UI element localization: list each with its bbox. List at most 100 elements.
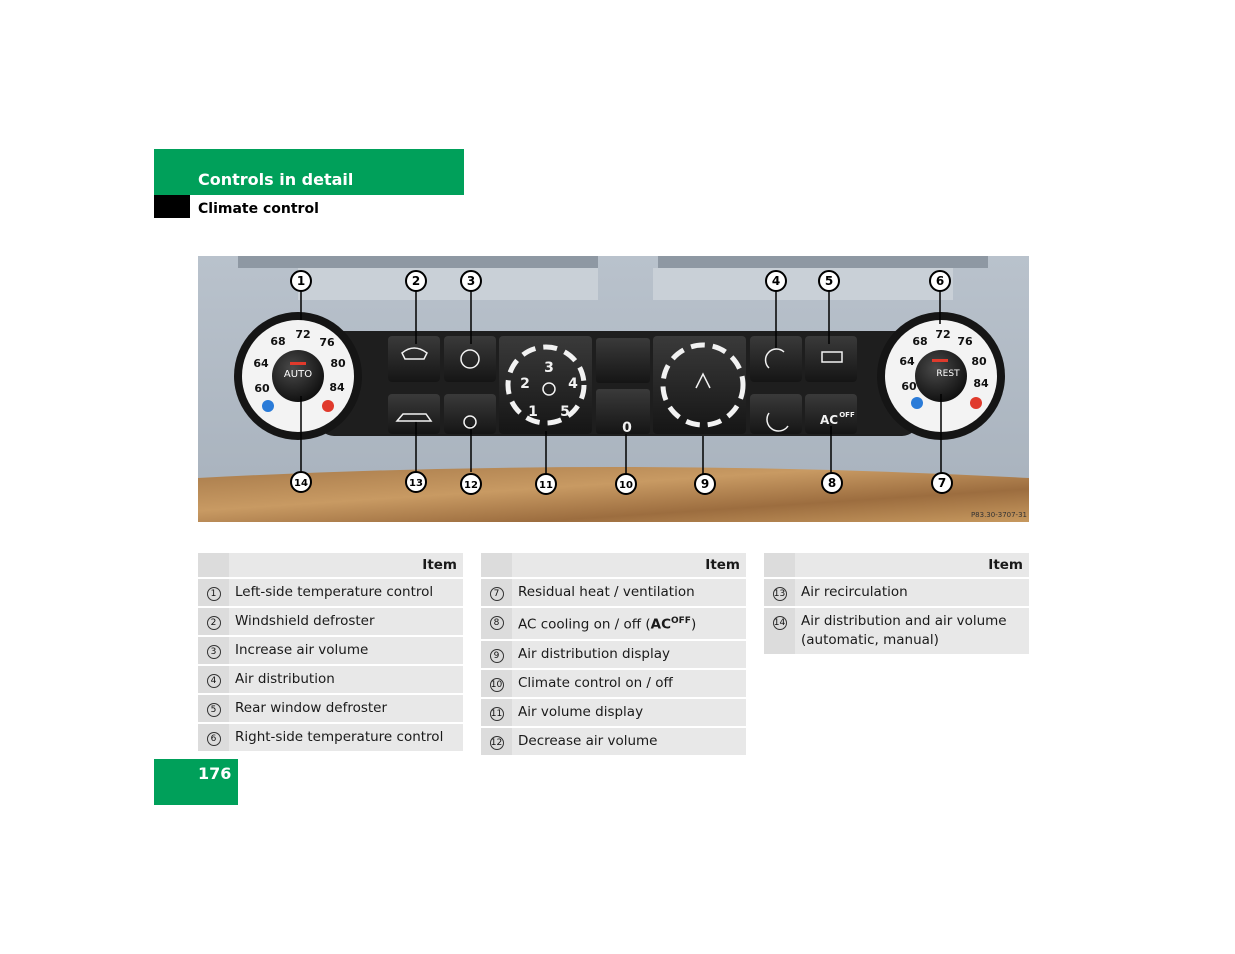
item-text: Residual heat / ventilation [512, 579, 746, 608]
table-row: 13 Air recirculation [764, 579, 1029, 608]
recirculation-icon [395, 413, 433, 422]
rear-defroster-icon [821, 351, 843, 363]
callout-13: 13 [409, 478, 423, 489]
item-number: 5 [206, 703, 221, 717]
section-title: Controls in detail [198, 170, 354, 189]
item-number: 3 [206, 645, 221, 659]
item-text: Decrease air volume [512, 727, 746, 757]
ac-label: AC [820, 413, 838, 427]
right-dial-temp-72: 72 [935, 328, 950, 341]
item-number: 8 [489, 616, 504, 630]
callout-14: 14 [294, 478, 308, 489]
panel-illustration: 1 2 3 4 5 6 14 13 12 11 10 9 8 7 64 68 7… [198, 256, 1029, 522]
fan-level-1: 1 [528, 404, 538, 420]
table-row: 1 Left-side temperature control [198, 579, 463, 608]
item-number: 9 [489, 648, 504, 663]
callout-11: 11 [539, 480, 553, 491]
page-number: 176 [198, 764, 232, 783]
right-dial-temp-68: 68 [912, 335, 927, 348]
callout-12: 12 [464, 480, 478, 491]
right-dial-temp-64: 64 [899, 355, 915, 368]
items-table-1: Item 1 Left-side temperature control 2 W… [198, 553, 463, 753]
auto-button-label: AUTO [284, 369, 312, 380]
table-row: 10 Climate control on / off [481, 669, 746, 699]
callout-1: 1 [297, 274, 305, 288]
left-dial-temp-60: 60 [254, 382, 270, 395]
callout-6: 6 [936, 274, 944, 288]
table-row: 6 Right-side temperature control [198, 724, 463, 753]
left-dial-temp-80: 80 [330, 357, 346, 370]
residual-heat-icon [766, 412, 789, 432]
callout-9: 9 [701, 477, 709, 491]
item-text: Air distribution and air volume (automat… [795, 608, 1029, 656]
windshield-defroster-icon [401, 347, 428, 360]
table-row: 12 Decrease air volume [481, 727, 746, 757]
item-text: Increase air volume [229, 637, 463, 666]
air-distribution-icon [764, 348, 785, 369]
item-number: 2 [206, 616, 221, 630]
left-dial-temp-72: 72 [295, 328, 310, 341]
right-dial-temp-84: 84 [973, 377, 989, 390]
fan-level-5: 5 [560, 404, 570, 420]
callout-2: 2 [412, 274, 420, 288]
item-number: 10 [489, 677, 504, 692]
item-text: Air volume display [512, 698, 746, 728]
items-table-2: Item 7 Residual heat / ventilation 8 AC … [481, 553, 746, 757]
page-number-box [154, 759, 238, 805]
item-text: Left-side temperature control [229, 579, 463, 608]
table-header: Item [512, 553, 746, 579]
climate-control-panel-figure: 1 2 3 4 5 6 14 13 12 11 10 9 8 7 64 68 7… [198, 256, 1029, 522]
right-dial-temp-80: 80 [971, 355, 987, 368]
left-dial-temp-76: 76 [319, 336, 335, 349]
table-row: 4 Air distribution [198, 666, 463, 695]
fan-level-3: 3 [544, 360, 554, 376]
item-number: 7 [489, 587, 504, 601]
seated-person-icon [695, 372, 711, 389]
item-text-ac: AC cooling on / off (ACOFF) [512, 608, 746, 641]
subsection-title: Climate control [198, 201, 319, 217]
item-number: 13 [772, 587, 787, 601]
ac-text-main: AC [650, 616, 671, 633]
callout-4: 4 [772, 274, 780, 288]
left-dial-temp-64: 64 [253, 357, 269, 370]
table-header: Item [229, 553, 463, 579]
table-row: 8 AC cooling on / off (ACOFF) [481, 608, 746, 641]
ac-off-label: OFF [839, 411, 855, 419]
ac-text-sup: OFF [671, 616, 691, 626]
callout-10: 10 [619, 480, 633, 491]
item-text: Rear window defroster [229, 695, 463, 724]
figure-code: P83.30-3707-31 [971, 511, 1027, 519]
right-dial-temp-60: 60 [901, 380, 917, 393]
table-header: Item [795, 553, 1029, 579]
callout-5: 5 [825, 274, 833, 288]
item-number: 12 [489, 735, 504, 750]
item-text: Air recirculation [795, 579, 1029, 608]
item-text: Windshield defroster [229, 608, 463, 637]
table-row: 3 Increase air volume [198, 637, 463, 666]
fan-display-icon [542, 382, 556, 396]
table-row: 5 Rear window defroster [198, 695, 463, 724]
item-text: Climate control on / off [512, 669, 746, 699]
right-dial-temp-76: 76 [957, 335, 973, 348]
item-text: Air distribution display [512, 640, 746, 670]
left-dial-temp-68: 68 [270, 335, 285, 348]
item-text: Right-side temperature control [229, 724, 463, 753]
climate-off-label: 0 [622, 420, 632, 436]
table-row: 11 Air volume display [481, 698, 746, 728]
item-number: 6 [206, 732, 221, 746]
fan-level-4: 4 [568, 376, 578, 392]
table-row: 14 Air distribution and air volume (auto… [764, 608, 1029, 656]
rest-button-label: REST [936, 369, 960, 379]
items-table-3: Item 13 Air recirculation 14 Air distrib… [764, 553, 1029, 656]
table-row: 9 Air distribution display [481, 640, 746, 670]
section-header-bar [154, 149, 464, 195]
callout-7: 7 [938, 476, 946, 490]
item-number: 11 [489, 706, 504, 721]
callout-3: 3 [467, 274, 475, 288]
item-text: Air distribution [229, 666, 463, 695]
subsection-marker [154, 195, 190, 218]
item-number: 14 [772, 616, 787, 630]
item-number: 1 [206, 587, 221, 601]
left-dial-temp-84: 84 [329, 381, 345, 394]
item-number: 4 [206, 674, 221, 688]
